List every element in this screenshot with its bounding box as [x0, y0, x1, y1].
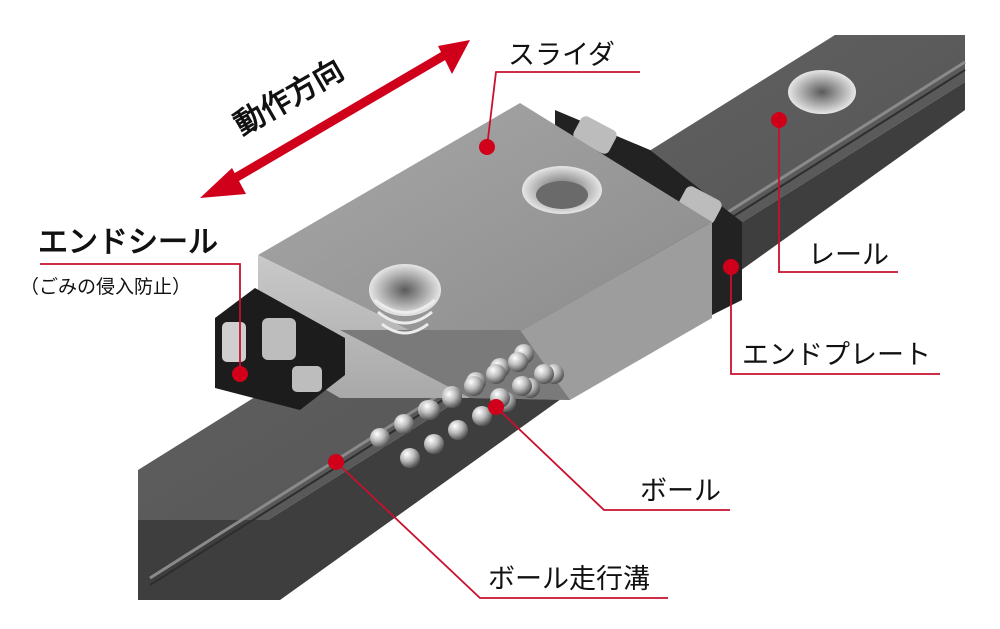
leader-lines — [40, 71, 940, 599]
steel-ball — [394, 414, 414, 434]
leader-ball-groove — [335, 461, 668, 599]
steel-ball — [486, 364, 506, 384]
marker-end-plate — [723, 259, 739, 275]
steel-ball — [420, 400, 440, 420]
leader-end-seal — [40, 263, 241, 374]
marker-dots — [232, 112, 787, 470]
label-end-seal: エンドシール — [38, 225, 218, 260]
rail-mount-hole — [788, 70, 856, 114]
steel-ball — [512, 376, 532, 396]
label-rail: レール — [808, 240, 889, 271]
marker-ball-groove — [328, 454, 344, 470]
motion-direction-arrow — [200, 40, 470, 198]
leader-slider — [486, 71, 640, 148]
label-end-seal-note: （ごみの侵入防止） — [20, 276, 191, 298]
steel-ball — [534, 364, 554, 384]
steel-ball — [448, 420, 468, 440]
steel-ball — [370, 428, 390, 448]
slider-threaded-hole-front — [369, 264, 441, 316]
steel-ball — [400, 448, 420, 468]
marker-ball — [488, 399, 504, 415]
steel-ball — [464, 376, 484, 396]
steel-ball — [472, 406, 492, 426]
label-slider: スライダ — [508, 40, 615, 71]
slider-cut-floor — [340, 330, 570, 400]
steel-ball — [508, 352, 528, 372]
marker-slider — [479, 139, 495, 155]
label-ball-groove: ボール走行溝 — [488, 564, 650, 595]
steel-ball — [424, 434, 444, 454]
marker-end-seal — [232, 366, 248, 382]
steel-ball — [442, 388, 462, 408]
leader-rail — [778, 120, 898, 273]
label-end-plate: エンドプレート — [742, 340, 931, 371]
marker-rail — [771, 112, 787, 128]
balls — [370, 344, 564, 468]
leader-end-plate — [730, 267, 940, 375]
label-ball: ボール — [640, 476, 721, 507]
motion-direction-label: 動作方向 — [229, 53, 350, 143]
leader-ball — [495, 406, 730, 511]
rail-side-face — [138, 82, 965, 600]
